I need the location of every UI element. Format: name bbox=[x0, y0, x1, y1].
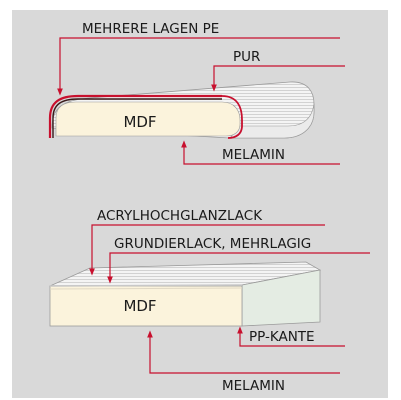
label-melamin-top: MELAMIN bbox=[222, 147, 285, 163]
top-panel: MDF MEHRERE LAGEN PE PUR MELAMIN bbox=[48, 21, 345, 165]
label-pp-kante: PP-KANTE bbox=[249, 329, 315, 345]
diagram-background bbox=[12, 10, 388, 398]
bottom-panel-grundier-layer bbox=[49, 287, 243, 290]
top-panel-core-label: MDF bbox=[123, 113, 156, 131]
bottom-panel-acryl-layer bbox=[49, 284, 243, 287]
top-panel-pur-edge bbox=[52, 98, 222, 138]
label-melamin-bottom: MELAMIN bbox=[222, 378, 285, 394]
label-acryl: ACRYLHOCHGLANZLACK bbox=[97, 208, 263, 224]
top-panel-right-edge bbox=[229, 103, 315, 139]
label-grundier: GRUNDIERLACK, MEHRLAGIG bbox=[114, 236, 311, 252]
leader-layers-pe bbox=[57, 37, 340, 96]
leader-acryl bbox=[89, 224, 325, 276]
label-pur: PUR bbox=[233, 49, 260, 65]
top-panel-pe-edge bbox=[48, 94, 222, 138]
leader-pp-kante bbox=[237, 326, 345, 347]
leader-melamin-bottom bbox=[147, 330, 340, 374]
top-panel-edge-right bbox=[221, 95, 243, 139]
leader-melamin-top bbox=[181, 140, 340, 165]
leader-grundier bbox=[107, 252, 370, 284]
top-panel-mdf-face bbox=[55, 101, 241, 137]
leader-pur bbox=[211, 65, 345, 92]
bottom-panel-core-label: MDF bbox=[123, 297, 156, 315]
label-layers-pe: MEHRERE LAGEN PE bbox=[82, 21, 219, 37]
bottom-panel: MDF ACRYLHOCHGLANZLACK GRUNDIERLACK, MEH… bbox=[49, 208, 370, 394]
